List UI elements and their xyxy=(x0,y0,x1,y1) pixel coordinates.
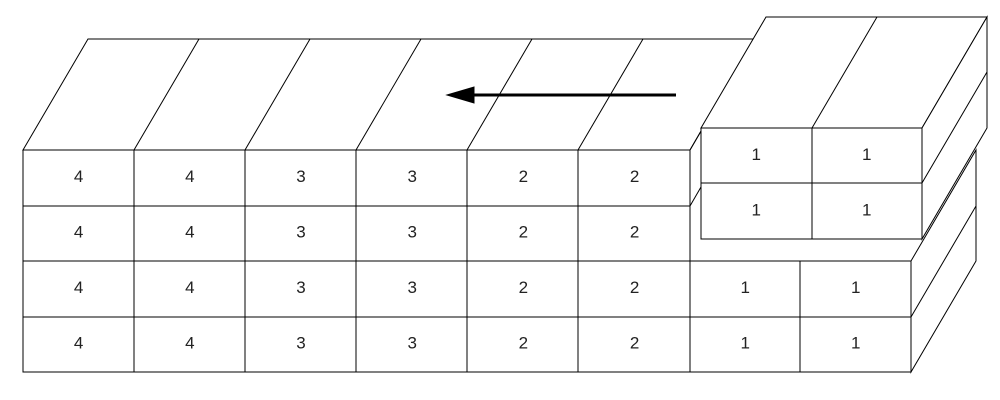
cell-label: 1 xyxy=(862,201,871,220)
cell-label: 4 xyxy=(74,167,83,186)
cell-label: 3 xyxy=(296,167,305,186)
cell-label: 3 xyxy=(296,334,305,353)
left-arrow-icon xyxy=(445,86,676,104)
cell-label: 1 xyxy=(851,278,860,297)
cell-label: 1 xyxy=(752,145,761,164)
cell-label: 3 xyxy=(407,167,416,186)
left-block: 4 4 3 3 2 2 4 4 3 3 2 2 4 4 3 3 2 2 4 4 3 3 2 2 xyxy=(22,38,756,373)
right-lower-block: 1 1 1 1 xyxy=(689,148,977,374)
cell-label: 3 xyxy=(296,278,305,297)
cell-label: 4 xyxy=(185,223,194,242)
cell-label: 4 xyxy=(74,278,83,297)
right-lower-labels: 1 1 1 1 xyxy=(741,278,861,353)
cell-label: 2 xyxy=(519,278,528,297)
cell-label: 2 xyxy=(630,334,639,353)
cell-label: 4 xyxy=(74,334,83,353)
cell-label: 1 xyxy=(752,201,761,220)
cell-label: 2 xyxy=(630,278,639,297)
left-block-grid xyxy=(23,150,690,372)
cell-label: 3 xyxy=(407,334,416,353)
cell-label: 3 xyxy=(407,278,416,297)
cell-label: 4 xyxy=(185,334,194,353)
cell-label: 1 xyxy=(862,145,871,164)
cell-label: 3 xyxy=(407,223,416,242)
right-upper-labels: 1 1 1 1 xyxy=(752,145,872,220)
left-block-labels: 4 4 3 3 2 2 4 4 3 3 2 2 4 4 3 3 2 2 4 4 3 3 2 2 xyxy=(74,167,639,353)
right-upper-block: 1 1 1 1 xyxy=(689,15,988,241)
cell-label: 1 xyxy=(851,334,860,353)
cell-label: 4 xyxy=(74,223,83,242)
cell-label: 4 xyxy=(185,278,194,297)
cell-label: 4 xyxy=(185,167,194,186)
cell-label: 2 xyxy=(630,223,639,242)
cell-label: 2 xyxy=(519,167,528,186)
cell-label: 2 xyxy=(630,167,639,186)
cell-label: 1 xyxy=(741,278,750,297)
cell-label: 3 xyxy=(296,223,305,242)
cell-label: 2 xyxy=(519,223,528,242)
cell-label: 1 xyxy=(741,334,750,353)
cell-label: 2 xyxy=(519,334,528,353)
